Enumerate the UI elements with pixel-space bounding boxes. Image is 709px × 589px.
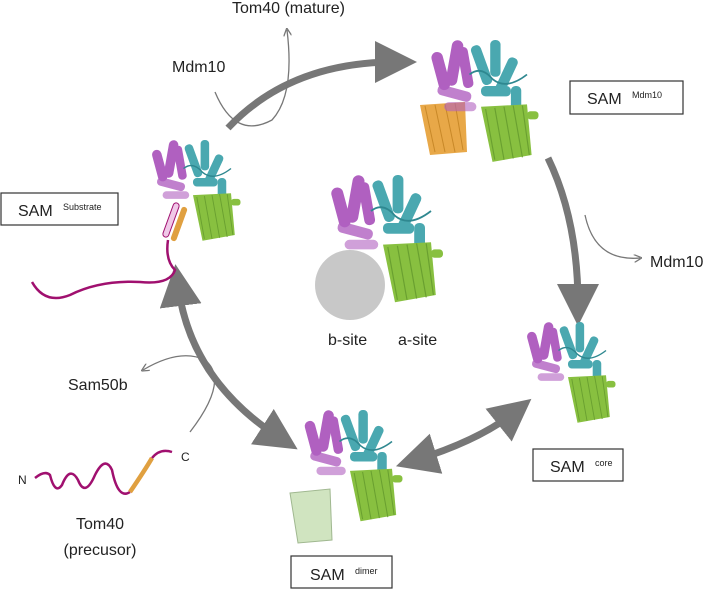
svg-text:Substrate: Substrate [63,202,102,212]
sam-mdm10-complex [420,38,540,163]
svg-text:SAM: SAM [587,91,622,108]
sam-substrate-complex [150,138,242,242]
state-box-mdm10: SAM Mdm10 [569,80,684,115]
mdm10-right-label: Mdm10 [650,254,703,271]
svg-text:SAM: SAM [310,567,345,584]
state-box-dimer: SAM dimer [290,555,393,589]
arrow-substrate-to-mdm10 [225,41,417,131]
arrow-release-mdm10 [584,214,640,258]
tom40-precursor-label: Tom40 [76,516,124,533]
tom40-precursor-sublabel: (precusor) [64,542,137,559]
sam50b-label: Sam50b [68,377,128,394]
c-terminus-label: C [181,450,190,464]
sam-dimer-complex [289,408,404,544]
svg-text:dimer: dimer [355,566,378,576]
arrow-mdm10-to-core [544,156,599,326]
a-site-label: a-site [398,332,437,349]
svg-text:Mdm10: Mdm10 [632,90,662,100]
substrate-chain [30,239,177,300]
arrow-core-dimer [395,398,532,474]
svg-text:core: core [595,458,613,468]
tom40-precursor-chain [34,462,131,495]
mdm10-top-label: Mdm10 [172,59,225,76]
arrow-release-tom40 [214,30,289,127]
svg-text:SAM: SAM [18,203,53,220]
svg-text:SAM: SAM [550,459,585,476]
tom40-signal-segment [128,456,154,494]
arrow-dimer-substrate [159,264,298,450]
tom40-mature-label: Tom40 (mature) [232,0,345,17]
state-box-substrate: SAM Substrate [0,192,119,226]
n-terminus-label: N [18,473,27,487]
sam-core-complex [525,320,617,424]
b-site-label: b-site [328,332,367,349]
arrow-release-sam50b [143,355,216,433]
b-site-circle [315,250,385,320]
state-box-core: SAM core [532,448,624,482]
